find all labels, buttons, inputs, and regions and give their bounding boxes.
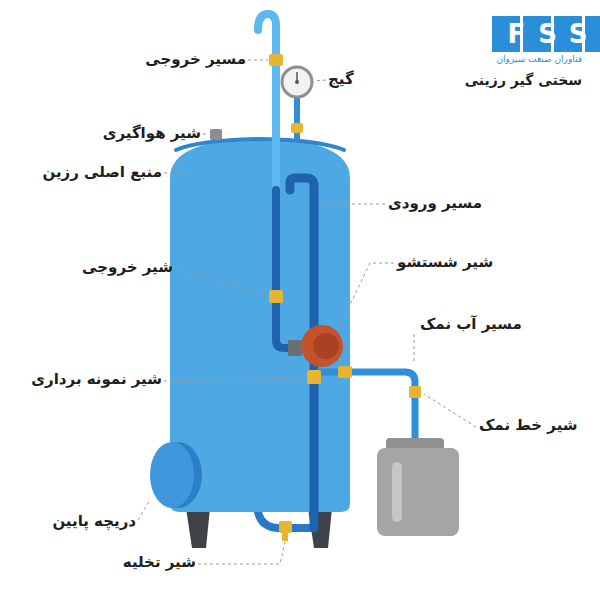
part-label: دریچه پایین [52,512,136,530]
leader-lines-part [338,263,394,330]
gauge [282,67,312,140]
gauge-part [295,80,299,84]
brine-tank [377,438,459,536]
gauge-part [282,67,312,97]
air-valve [210,129,222,140]
logo-letters: FSS [492,16,600,52]
company-name: فناوران صنعت سیروان [497,54,583,65]
leader-lines-part [203,134,209,135]
leader-lines-part [164,173,190,174]
diagram-title: سختی گیر رزینی [465,72,582,89]
part-label: شیر تخلیه [123,553,196,571]
leader-lines-part [424,394,476,427]
leader-lines-part [138,500,150,520]
part-label: شیر شستشو [397,253,493,271]
leader-lines-part [414,334,415,364]
legs-part [186,508,210,548]
outlet-pipe-part [269,290,283,303]
brine-pipe [307,366,421,442]
part-label: منبع اصلی رزین [42,163,162,181]
brine-pipe-part [409,386,421,398]
brine-pipe-part [338,366,352,378]
resin-tank-part [176,139,344,150]
gauge-part [291,123,303,133]
part-label: گیج [328,70,354,88]
drain-valve [279,521,292,541]
part-label: شیر هواگیری [103,124,201,142]
brine-pipe-part [307,370,321,384]
leader-lines-part [314,80,326,81]
backwash-valve-part [301,325,343,367]
leader-lines-part [198,542,285,564]
part-label: شیر خط نمک [479,416,578,434]
logo-box: FSS [492,16,600,52]
bottom-hatch-part [150,442,194,508]
air-valve-part [210,129,222,140]
part-label: مسیر ورودی [388,194,482,212]
leader-lines-part [175,269,268,296]
leader-lines-part [248,60,268,61]
bottom-hatch [150,442,202,508]
part-label: شیر نمونه برداری [31,370,162,388]
brine-tank-part [392,462,402,522]
outlet-pipe-part [258,14,300,348]
backwash-valve-part [313,333,339,359]
drain-valve-part [279,521,292,533]
leader-lines-part [320,204,385,205]
brine-pipe-part [320,372,415,442]
outlet-pipe-part [269,54,283,66]
backwash-valve [288,325,343,367]
part-label: مسیر آب نمک [420,315,522,333]
part-label: شیر خروجی [82,258,173,276]
gauge-part [294,97,300,140]
part-label: مسیر خروجی [145,50,246,68]
drain-valve-part [282,533,288,541]
brine-tank-part [377,448,459,536]
outlet-pipe-part [276,190,300,348]
outlet-pipe [258,14,300,348]
leader-lines-part [164,378,305,381]
backwash-valve-part [288,340,302,356]
